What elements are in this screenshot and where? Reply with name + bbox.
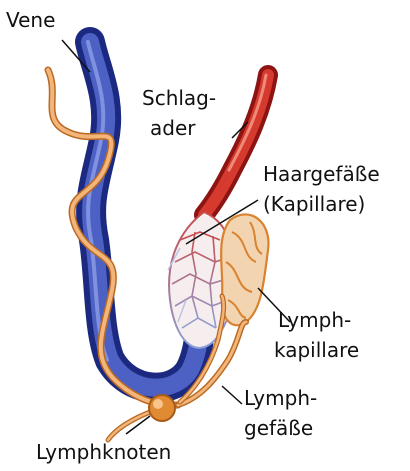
label-lymphkapillare-line2: kapillare	[274, 338, 359, 362]
label-haargefaesse-line2: (Kapillare)	[263, 192, 365, 216]
label-lymphgefaesse-line2: gefäße	[244, 416, 313, 440]
label-schlagader-line2: ader	[150, 116, 195, 140]
lymph-node	[149, 395, 175, 421]
label-lymphgefaesse-line1: Lymph-	[244, 386, 317, 410]
label-schlagader-line1: Schlag-	[142, 86, 216, 110]
label-lymphkapillare-line1: Lymph-	[278, 308, 351, 332]
label-lymphknoten: Lymphknoten	[36, 440, 171, 464]
label-haargefaesse-line1: Haargefäße	[263, 162, 380, 186]
label-vene: Vene	[6, 8, 55, 32]
lymph-capillary-cluster	[221, 214, 268, 325]
